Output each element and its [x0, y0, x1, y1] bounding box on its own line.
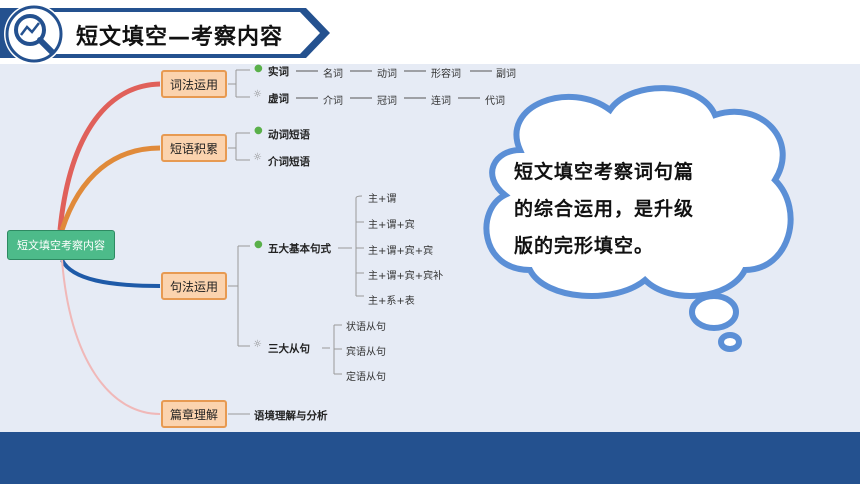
leaf-item: 主+系+表	[368, 296, 415, 307]
leaf-item: 宾语从句	[346, 347, 386, 358]
footer-bar	[0, 432, 860, 484]
leaf-item: 定语从句	[346, 372, 386, 383]
leaf-item: 冠词	[377, 96, 397, 107]
callout-text: 短文填空考察词句篇 的综合运用，是升级 版的完形填空。	[514, 154, 754, 265]
branch-label: 五大基本句式	[268, 243, 331, 255]
category-phrase: 短语积累	[161, 134, 227, 162]
leaf-item: 状语从句	[346, 322, 386, 333]
branch-line-phrase	[59, 145, 161, 231]
branch-label: 介词短语	[268, 156, 310, 168]
leaf-item: 主+谓+宾+宾	[368, 246, 434, 257]
callout-line: 版的完形填空。	[514, 235, 655, 257]
green-dot-icon: ●	[254, 63, 263, 74]
leaf-item: 主+谓+宾+宾补	[368, 271, 444, 282]
leaf-item: 形容词	[431, 69, 461, 80]
green-dot-icon: ●	[254, 239, 263, 250]
branch-label: 三大从句	[268, 343, 310, 355]
leaf-item: 名词	[323, 69, 343, 80]
bulb-icon: ☼	[253, 339, 262, 350]
callout-line: 短文填空考察词句篇	[514, 161, 695, 183]
leaf-item: 副词	[496, 69, 516, 80]
branch-line-lexical	[57, 81, 161, 231]
branch-label: 语境理解与分析	[254, 410, 328, 422]
branch-label: 实词	[268, 66, 289, 78]
category-text: 篇章理解	[161, 400, 227, 428]
branch-line-text	[61, 259, 161, 415]
green-dot-icon: ●	[254, 125, 263, 136]
bulb-icon: ☼	[253, 89, 262, 100]
branch-line-syntax	[60, 258, 161, 288]
title-banner-inner	[48, 12, 320, 54]
page-title: 短文填空—考察内容	[76, 25, 284, 50]
branch-label: 虚词	[268, 93, 289, 105]
leaf-item: 动词	[377, 69, 397, 80]
leaf-item: 连词	[431, 96, 451, 107]
magnifier-chart-icon	[4, 4, 64, 64]
mindmap-root: 短文填空考察内容	[7, 230, 115, 260]
category-lexical: 词法运用	[161, 70, 227, 98]
callout-line: 的综合运用，是升级	[514, 198, 695, 220]
category-syntax: 句法运用	[161, 272, 227, 300]
leaf-item: 代词	[485, 96, 505, 107]
leaf-item: 主+谓	[368, 194, 397, 205]
leaf-item: 主+谓+宾	[368, 220, 415, 231]
bulb-icon: ☼	[253, 152, 262, 163]
leaf-item: 介词	[323, 96, 343, 107]
branch-label: 动词短语	[268, 129, 310, 141]
cloud-callout	[483, 85, 794, 352]
